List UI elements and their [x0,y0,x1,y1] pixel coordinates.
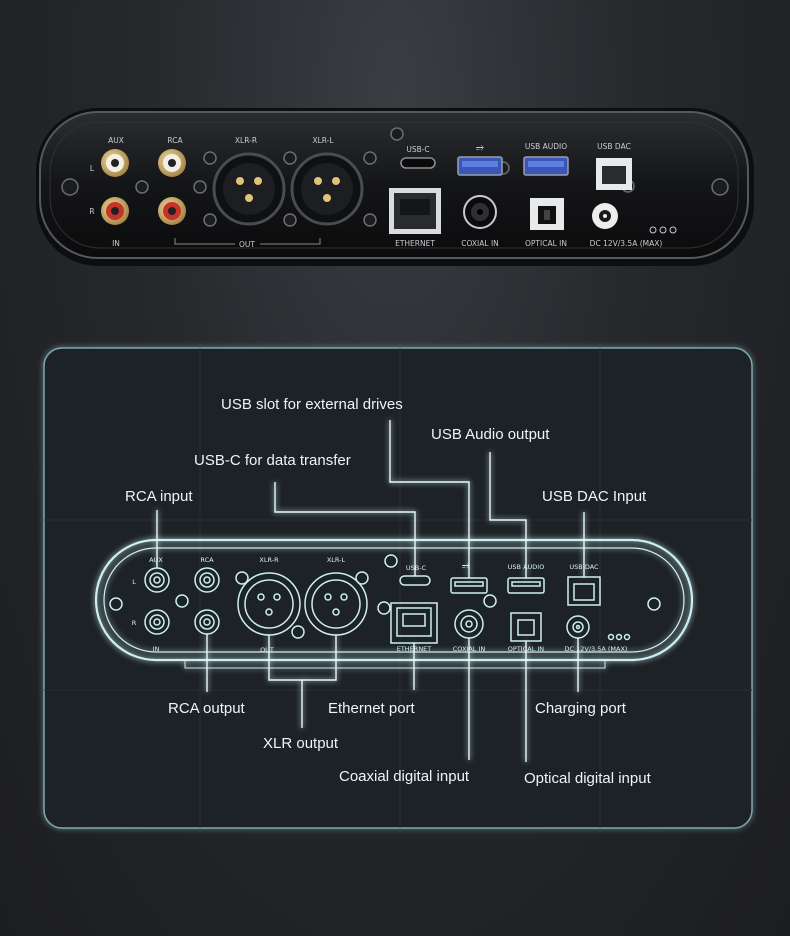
dc-port-icon [592,203,618,229]
label-dc: DC 12V/3.5A (MAX) [590,239,663,248]
callout-usb-slot: USB slot for external drives [221,396,403,413]
callout-coaxial-digital-input: Coaxial digital input [339,768,470,785]
label-xlr-r: XLR-R [259,556,279,564]
label-rca: RCA [167,136,183,145]
xlr-connector-icon [212,152,364,226]
screw-icon [109,554,661,639]
label-right: R [132,619,137,627]
usb-c-port-icon [400,157,436,169]
label-left: L [90,164,95,173]
label-in: IN [112,239,120,248]
label-out: OUT [260,646,274,654]
polarity-icon [649,226,677,234]
callout-ethernet-port: Ethernet port [328,700,416,717]
polarity-icon [607,633,631,641]
label-optical-in: OPTICAL IN [525,239,567,248]
usb-b-port-icon [596,158,632,190]
callout-rca-output: RCA output [168,700,246,717]
label-xlr-l: XLR-L [327,556,346,564]
callout-xlr-output: XLR output [263,735,339,752]
callout-charging-port: Charging port [535,700,627,717]
device-outline [94,538,694,669]
label-usb-dac: USB DAC [597,142,631,151]
label-coaxial-in: COXIAL IN [461,239,499,248]
usb-a-port-icon: ⭌ [457,142,569,176]
callout-usb-c-data: USB-C for data transfer [194,452,351,469]
ethernet-port-icon [389,188,441,234]
label-xlr-l: XLR-L [312,136,334,145]
callout-usb-audio-output: USB Audio output [431,426,550,443]
panel-frame [43,347,753,829]
callout-usb-dac-input: USB DAC Input [542,488,647,505]
label-out: OUT [239,240,255,249]
label-aux: AUX [149,556,163,564]
label-dc: DC 12V/3.5A (MAX) [565,645,628,653]
usb-symbol-icon: ⭌ [462,560,470,571]
label-left: L [132,578,136,586]
optical-port-icon [530,198,564,230]
svg-text:⭌: ⭌ [476,142,484,153]
callout-optical-digital-input: Optical digital input [524,770,652,787]
rca-jack-icon [144,567,220,635]
label-usb-audio: USB AUDIO [525,142,567,151]
leader-lines [156,420,585,762]
label-xlr-r: XLR-R [235,136,257,145]
label-right: R [89,207,94,216]
label-usb-c: USB-C [406,145,429,154]
device-photo: AUX RCA XLR-R XLR-L USB-C USB AUDIO USB … [36,108,754,266]
label-in: IN [153,645,160,653]
label-usb-c: USB-C [406,564,427,572]
rca-jack-icon [101,149,186,225]
coaxial-port-icon [463,195,497,229]
label-aux: AUX [108,136,124,145]
callout-rca-input: RCA input [125,488,193,505]
device-body [39,111,749,259]
label-ethernet: ETHERNET [395,239,435,248]
label-rca: RCA [200,556,214,564]
diagram-panel: AUX RCA XLR-R XLR-L USB-C USB AUDIO USB … [43,347,753,829]
